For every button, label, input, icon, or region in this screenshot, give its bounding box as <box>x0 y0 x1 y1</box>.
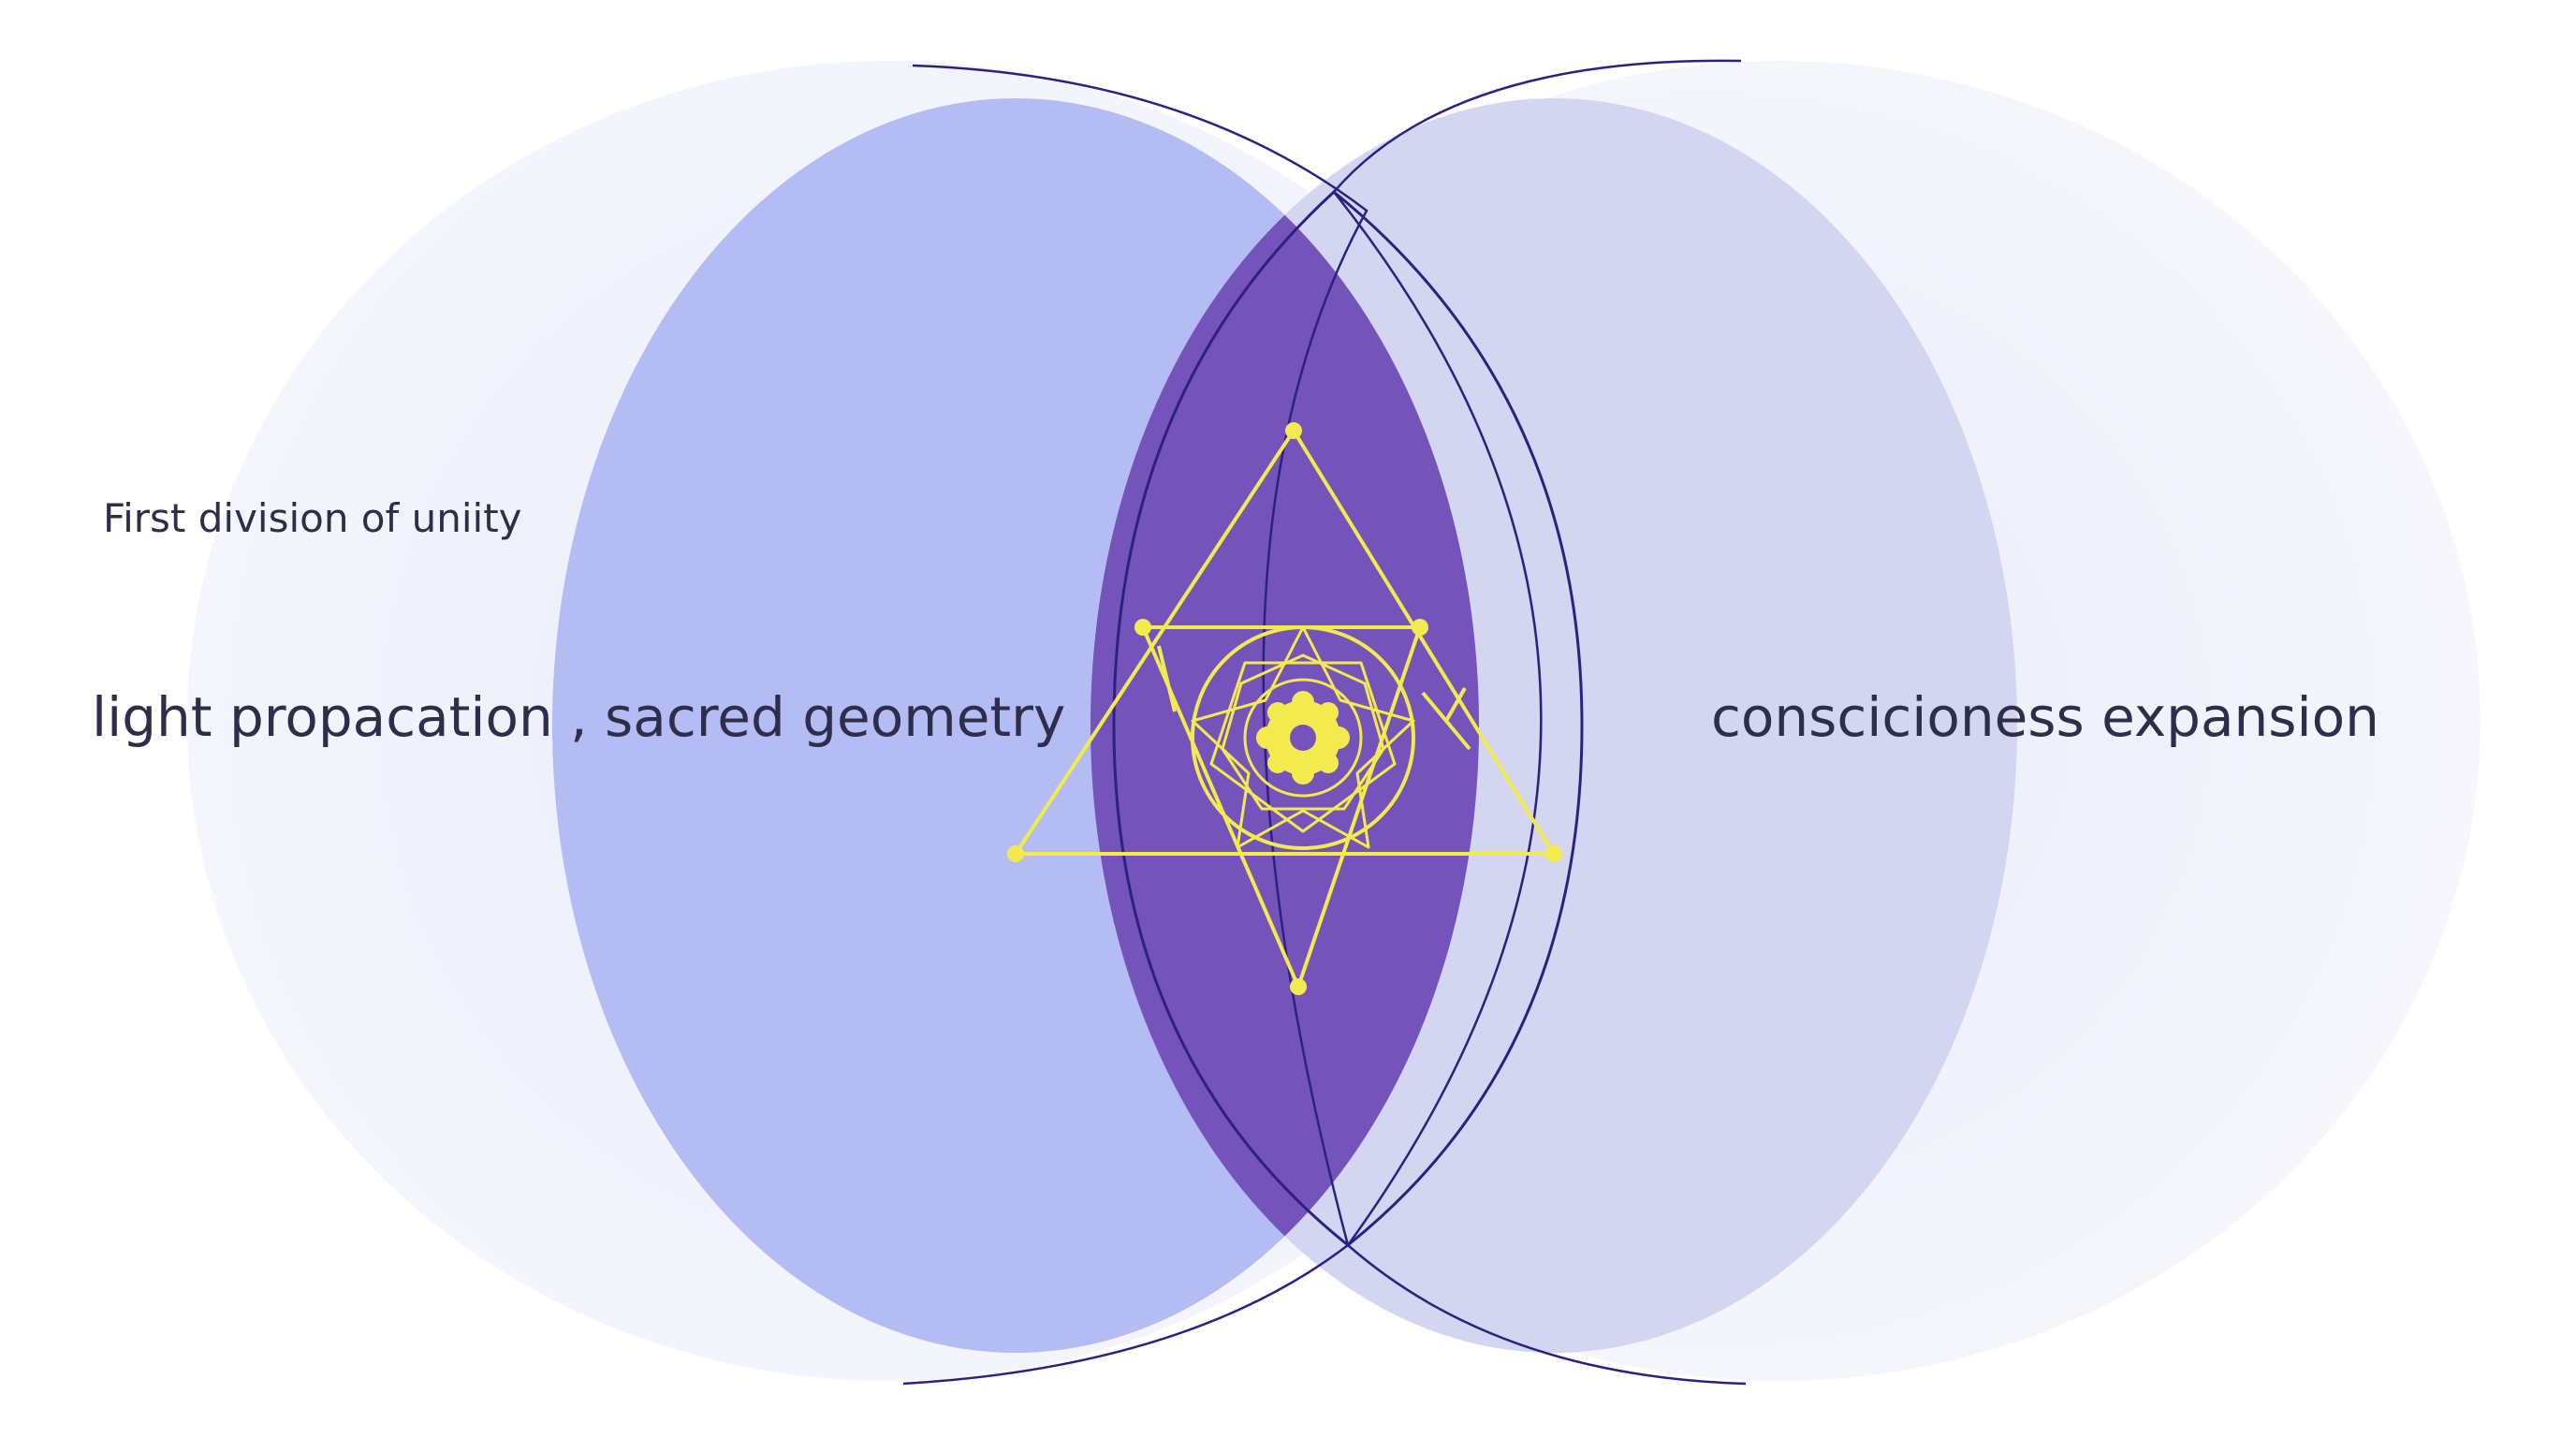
vertex-dot-upper-left <box>1134 619 1151 636</box>
right-circle-label: conscicioness expansion <box>1711 685 2379 749</box>
vertex-dot-upper-right <box>1412 619 1428 636</box>
sacred-geometry-star-icon <box>1014 429 1556 989</box>
right-circle-outline <box>1332 59 1747 1386</box>
vertex-dot-bottom <box>1290 978 1307 995</box>
vertex-dot-top <box>1285 422 1302 439</box>
vertex-dot-lower-right <box>1545 845 1562 862</box>
caption-label: First division of uniity <box>103 495 522 541</box>
left-circle-outline <box>902 64 1368 1386</box>
downward-triangle <box>1141 625 1422 989</box>
vertex-dot-lower-left <box>1007 845 1024 862</box>
lotus-flower-icon <box>1256 691 1350 785</box>
vertex-dots <box>1007 422 1562 995</box>
intersection-vesica <box>1090 98 1479 1353</box>
intersection-outline <box>1112 190 1584 1247</box>
left-circle-label: light propacation , sacred geometry <box>92 685 1065 749</box>
upward-triangle <box>1014 429 1556 856</box>
inner-star <box>1191 625 1415 849</box>
